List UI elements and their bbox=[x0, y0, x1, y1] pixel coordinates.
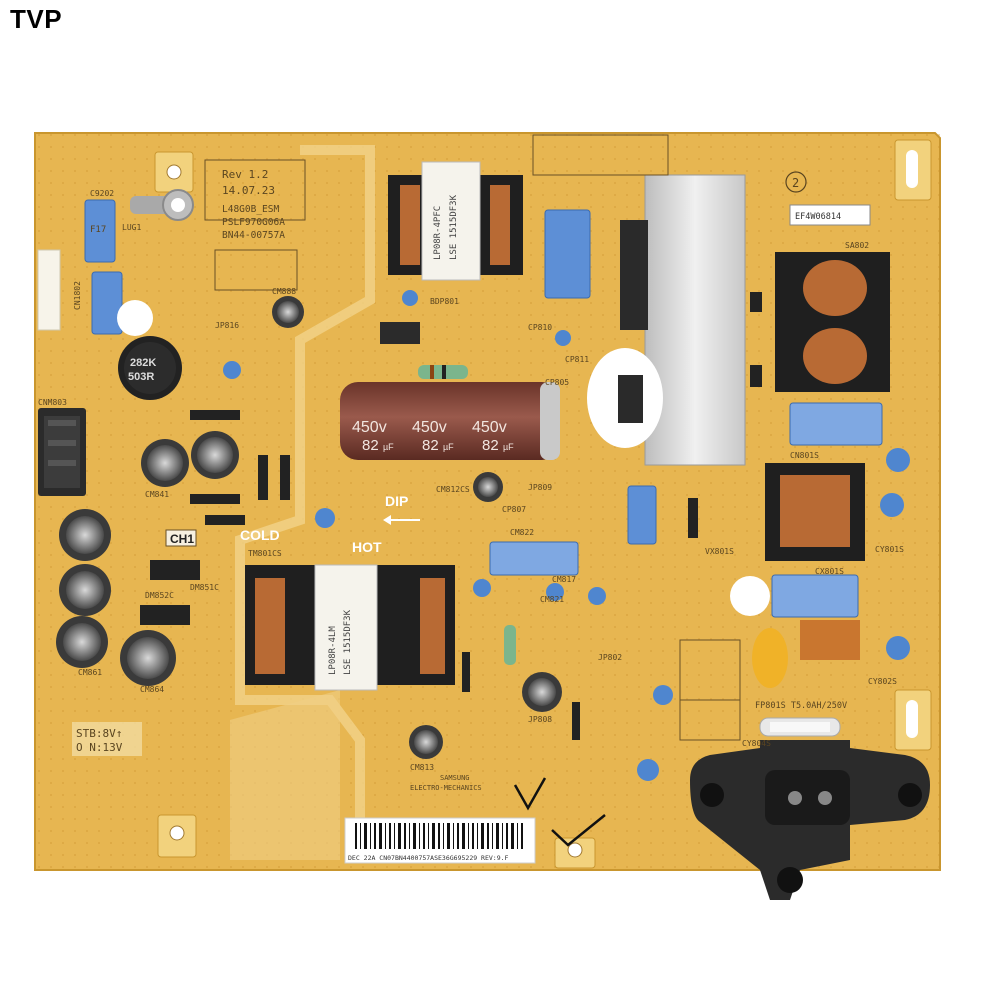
ref-cm813: CM813 bbox=[410, 763, 434, 772]
round-ic-component bbox=[117, 300, 182, 400]
brand-label: TVP bbox=[10, 4, 63, 34]
model-line-3: BN44-00757A bbox=[222, 230, 285, 241]
ground-lug bbox=[130, 189, 194, 221]
cap-voltage-2: 450v bbox=[412, 419, 447, 436]
ref-tm801cs: TM801CS bbox=[248, 549, 282, 558]
cold-label: COLD bbox=[240, 527, 280, 543]
ref-jp809: CP807 bbox=[502, 505, 526, 514]
heatsink bbox=[587, 174, 746, 466]
ref-dm851c: DM851C bbox=[190, 583, 219, 592]
fuse bbox=[759, 717, 841, 737]
hot-label: HOT bbox=[352, 539, 382, 555]
bulk-capacitor bbox=[340, 382, 560, 460]
ref-cp811: CP811 bbox=[565, 355, 589, 364]
diodes bbox=[140, 322, 698, 740]
ref-nt811s: VX801S bbox=[705, 547, 734, 556]
ref-cp805: CP805 bbox=[545, 378, 569, 387]
cap-unit-1: µF bbox=[383, 442, 394, 452]
ref-cm822: CM821 bbox=[540, 595, 564, 604]
ref-cm861: CM861 bbox=[78, 668, 102, 677]
ref-f17: F17 bbox=[90, 225, 106, 235]
cap-voltage-3: 450v bbox=[472, 419, 507, 436]
fuse-label: FP801S T5.0AH/250V bbox=[755, 701, 847, 711]
mounting-holes bbox=[154, 139, 932, 869]
cap-unit-3: µF bbox=[503, 442, 514, 452]
model-line-1: L48G0B_ESM bbox=[222, 204, 279, 215]
dip-label: DIP bbox=[385, 493, 408, 509]
silkscreen-outlines bbox=[204, 134, 741, 741]
cap-voltage-1: 450v bbox=[352, 419, 387, 436]
ref-cn801s: CY804S bbox=[742, 739, 771, 748]
model-line-2: PSLF970G06A bbox=[222, 217, 285, 228]
ref-cm816: JP808 bbox=[528, 715, 552, 724]
ref-cx801s: CX801S bbox=[815, 567, 844, 576]
ref-jp810: JP809 bbox=[528, 483, 552, 492]
ref-cn1802: CN1802 bbox=[73, 281, 82, 310]
ref-cp810: CP810 bbox=[528, 323, 552, 332]
ref-jp816: JP816 bbox=[215, 321, 239, 330]
cap-value-2: 82 bbox=[422, 437, 439, 454]
ref-jp802: CN801S bbox=[790, 451, 819, 460]
handwritten-marks bbox=[513, 777, 606, 847]
cap-value-3: 82 bbox=[482, 437, 499, 454]
serial-sticker bbox=[789, 204, 871, 226]
manufacturer-line-2: ELECTRO-MECHANICS bbox=[410, 784, 482, 792]
blue-capacitors-left bbox=[84, 199, 123, 335]
barcode-sticker bbox=[344, 817, 536, 864]
ic-label-1: 282K bbox=[130, 357, 156, 369]
manufacturer-line-1: SAMSUNG bbox=[440, 774, 470, 782]
circle-mark: 2 bbox=[792, 176, 799, 190]
transformer2-line-2: LSE 1515DF3K bbox=[343, 609, 353, 675]
ref-cp807: CM812CS bbox=[436, 485, 470, 494]
ref-c9202: C9202 bbox=[90, 189, 114, 198]
ref-cm812cs: CM822 bbox=[510, 528, 534, 537]
resistors bbox=[418, 365, 516, 665]
line-filter-chokes bbox=[765, 252, 890, 660]
ceramic-capacitors bbox=[223, 290, 910, 781]
ref-bdp801: BDP801 bbox=[430, 297, 459, 306]
rev-line-1: Rev 1.2 bbox=[222, 168, 268, 181]
stb-line-2: O N:13V bbox=[76, 741, 123, 754]
cap-unit-2: µF bbox=[443, 442, 454, 452]
left-connectors bbox=[37, 249, 86, 496]
ref-lug1: LUG1 bbox=[122, 223, 141, 232]
ref-cm821: CM817 bbox=[552, 575, 576, 584]
small-electrolytic-capacitors bbox=[56, 296, 562, 759]
pfc-transformer bbox=[388, 161, 523, 281]
rev-line-2: 14.07.23 bbox=[222, 184, 275, 197]
stb-line-1: STB:8V↑ bbox=[76, 727, 122, 740]
blue-film-capacitors bbox=[489, 209, 883, 618]
ref-dm852c: DM852C bbox=[145, 591, 174, 600]
sticker-code: EF4W06814 bbox=[795, 212, 841, 222]
ref-sa802: SA802 bbox=[845, 241, 869, 250]
ref-cy804s: CY802S bbox=[868, 677, 897, 686]
ref-cnm803: CNM803 bbox=[38, 398, 67, 407]
transformer1-line-2: LSE 1515DF3K bbox=[449, 194, 459, 260]
ref-jp803: JP802 bbox=[598, 653, 622, 662]
cap-value-1: 82 bbox=[362, 437, 379, 454]
ref-cm864: CM864 bbox=[140, 685, 164, 694]
barcode-text: DEC 22A CN07BN4400757ASE36G695229 REV:9.… bbox=[348, 854, 509, 862]
ref-cm841: CM841 bbox=[145, 490, 169, 499]
silkscreen-text: Rev 1.2 14.07.23 L48G0B_ESM PSLF970G06A … bbox=[38, 168, 904, 862]
ic-label-2: 503R bbox=[128, 371, 154, 383]
ch1-label: CH1 bbox=[170, 532, 194, 546]
transformer1-line-1: LP08R-4PFC bbox=[433, 206, 443, 260]
main-transformer bbox=[245, 564, 455, 691]
transformer2-line-1: LP08R-4LM bbox=[328, 626, 338, 675]
ref-cy802s: CY801S bbox=[875, 545, 904, 554]
ref-cm888: CM888 bbox=[272, 287, 296, 296]
ac-power-inlet bbox=[690, 740, 930, 900]
